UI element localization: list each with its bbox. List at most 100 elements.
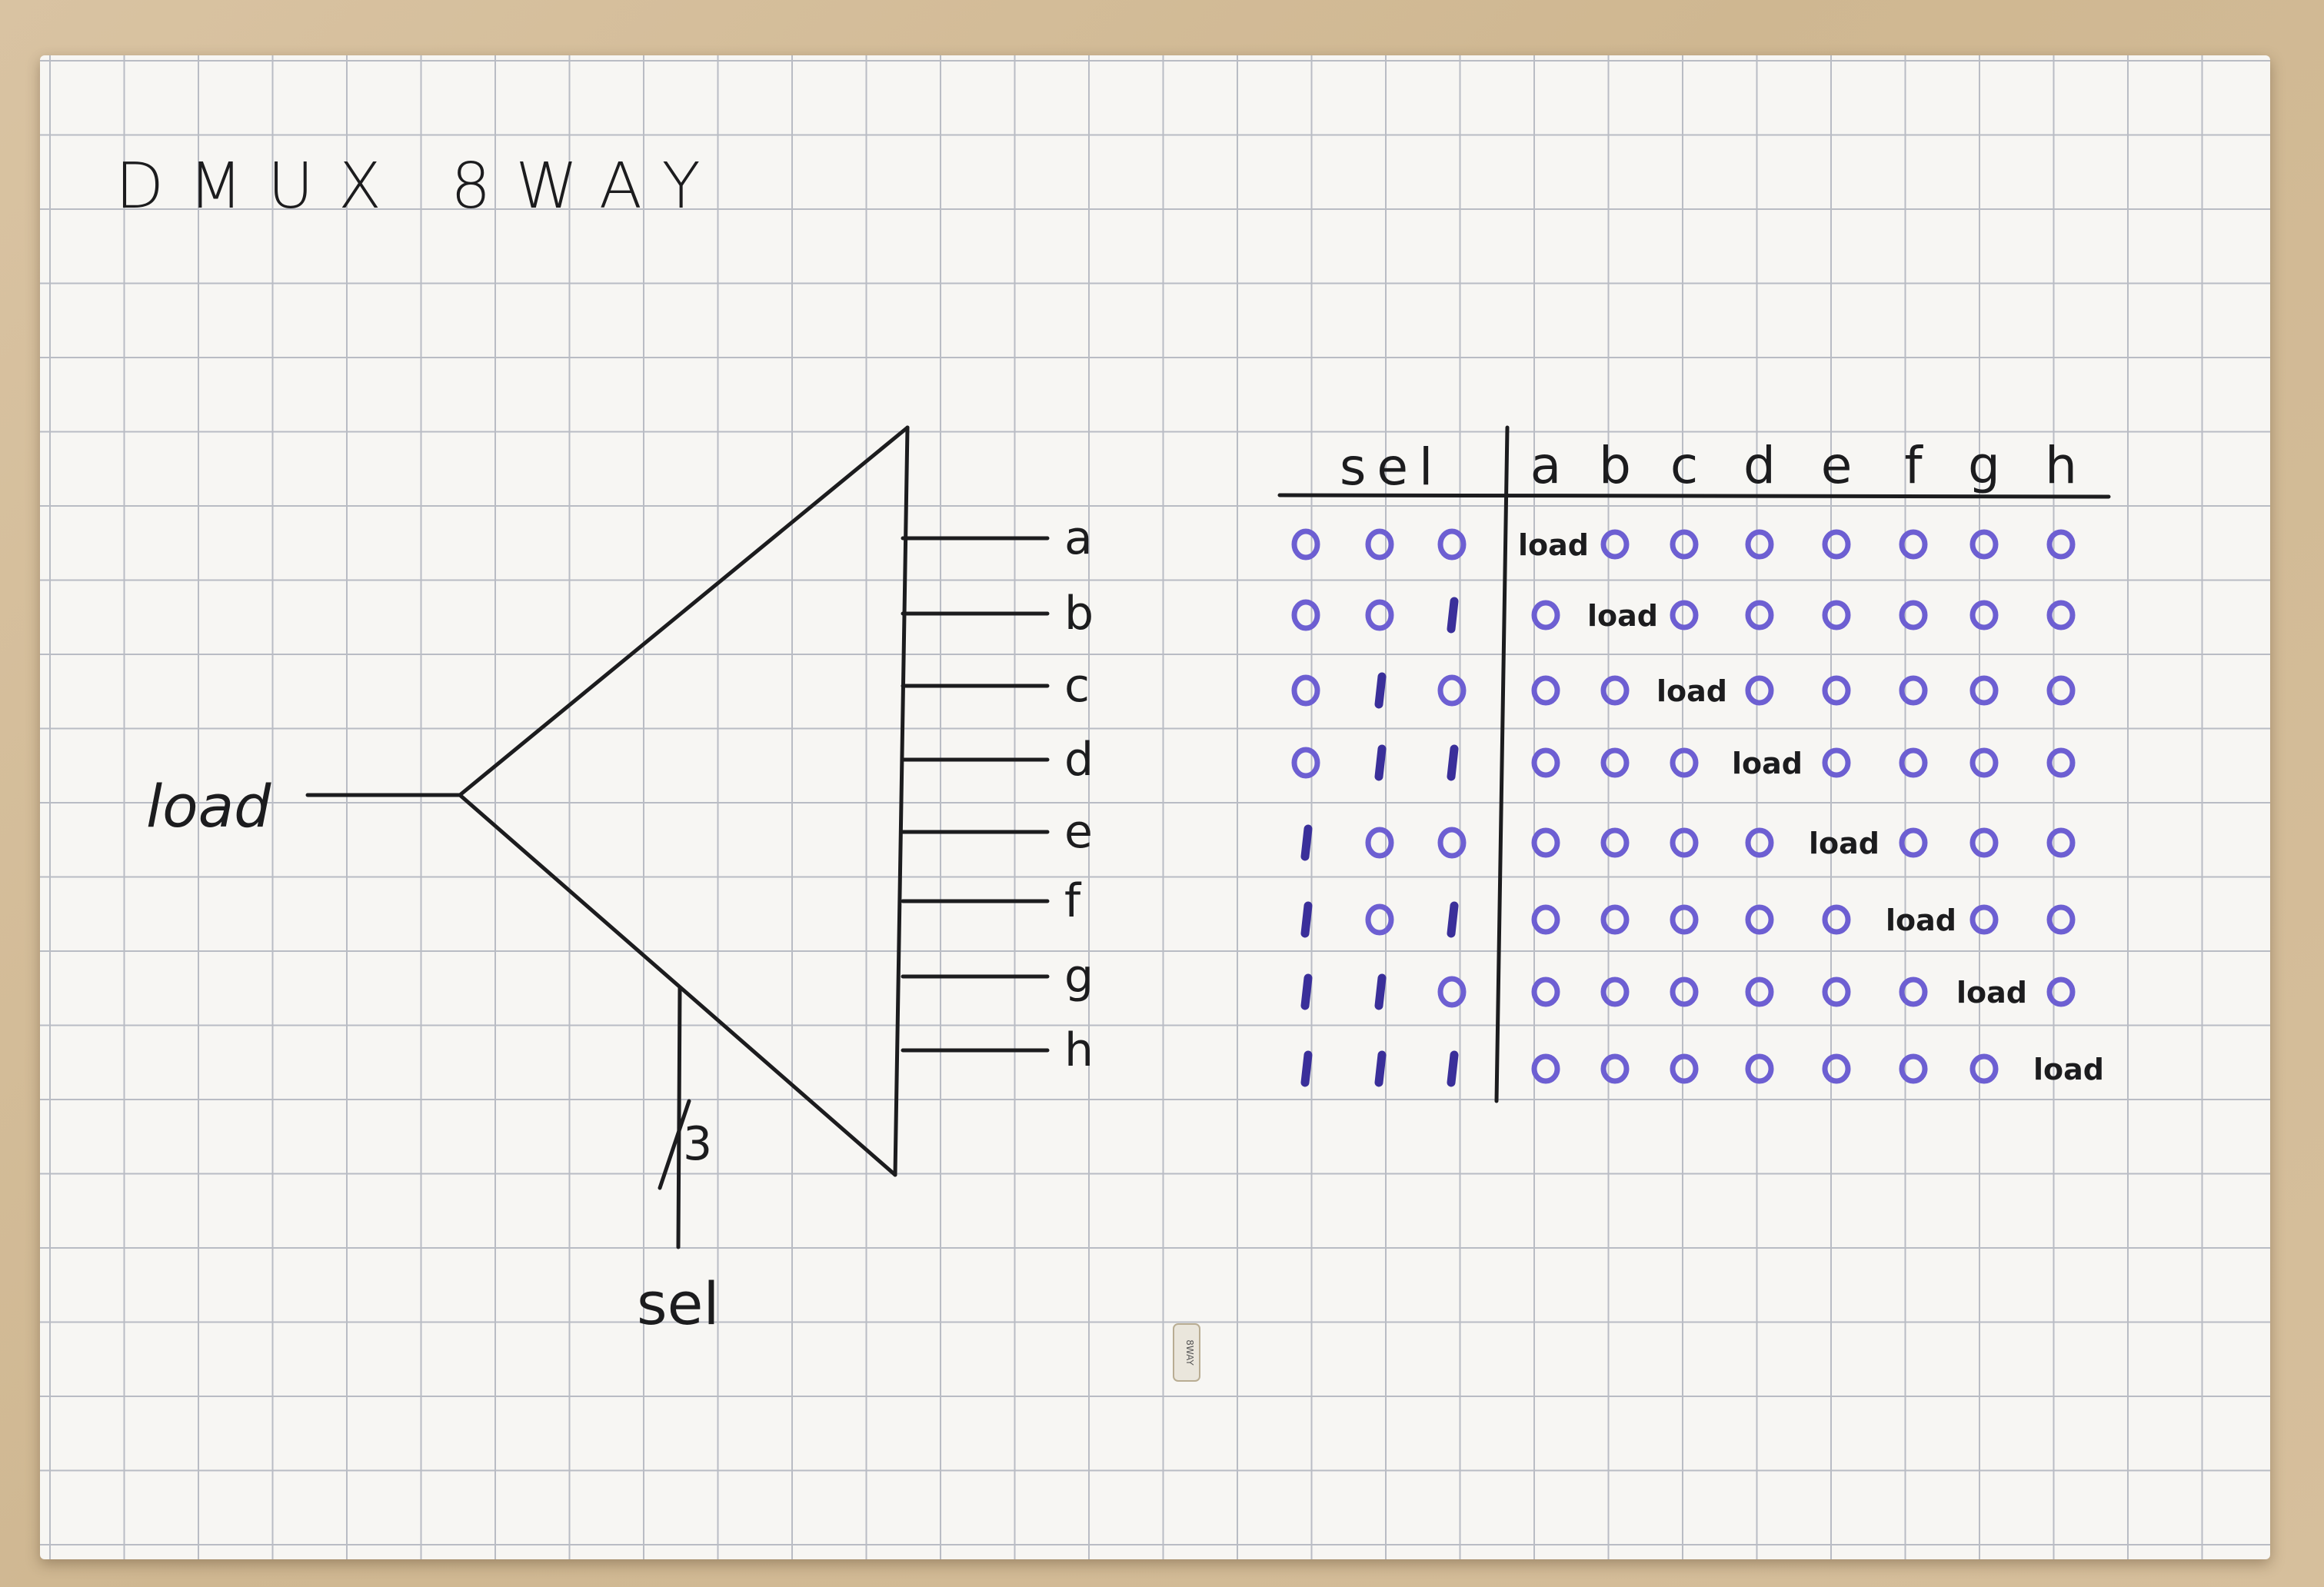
table-header-e: e xyxy=(1821,436,1853,495)
cell-zero xyxy=(2046,529,2076,560)
cell-zero xyxy=(1745,600,1774,630)
cell-zero xyxy=(1531,827,1560,858)
cell-zero xyxy=(1745,1053,1774,1084)
cell-zero xyxy=(2046,675,2076,706)
cell-zero xyxy=(2046,827,2076,858)
sel-bit-zero xyxy=(1365,827,1394,859)
paper-tag: 8WAY xyxy=(1173,1323,1200,1382)
cell-zero xyxy=(2046,976,2076,1007)
demux-symbol xyxy=(458,425,910,1177)
demux-body-right-edge xyxy=(893,425,910,1177)
table-row: load xyxy=(1291,672,2076,709)
table-row: load xyxy=(1291,597,2076,634)
cell-zero xyxy=(1899,600,1928,630)
cell-load-b: load xyxy=(1587,599,1658,633)
cell-zero xyxy=(1745,976,1774,1007)
cell-zero xyxy=(1969,827,1999,858)
cell-zero xyxy=(1531,600,1560,630)
sel-bit-one xyxy=(1447,744,1459,781)
cell-zero xyxy=(1745,904,1774,935)
cell-zero xyxy=(1670,600,1699,630)
demux-body-bottom-edge xyxy=(458,793,897,1177)
sel-bit-one xyxy=(1374,744,1387,781)
cell-zero xyxy=(1600,976,1630,1007)
cell-zero xyxy=(1531,904,1560,935)
select-label: sel xyxy=(637,1269,719,1338)
table-row: load xyxy=(1300,824,2076,861)
table-row: load xyxy=(1291,744,2076,781)
table-header-rule xyxy=(1277,493,2111,499)
cell-load-e: load xyxy=(1809,827,1880,860)
sel-bit-one xyxy=(1374,1050,1387,1087)
sel-bit-zero xyxy=(1365,599,1394,631)
cell-zero xyxy=(1822,675,1851,706)
table-header-g: g xyxy=(1968,436,2000,495)
output-label-g: g xyxy=(1064,950,1094,1003)
paper-tag-text: 8WAY xyxy=(1184,1339,1195,1366)
cell-zero xyxy=(1600,904,1630,935)
cell-load-g: load xyxy=(1956,976,2027,1010)
cell-zero xyxy=(1899,827,1928,858)
sel-bit-one xyxy=(1374,672,1387,709)
cell-zero xyxy=(1969,600,1999,630)
cell-zero xyxy=(1822,747,1851,778)
cell-zero xyxy=(1899,529,1928,560)
cell-zero xyxy=(1670,747,1699,778)
cell-zero xyxy=(1670,976,1699,1007)
cell-zero xyxy=(1899,976,1928,1007)
cell-zero xyxy=(1822,976,1851,1007)
table-header-sel: sel xyxy=(1340,438,1443,497)
cell-zero xyxy=(1531,976,1560,1007)
input-label: load xyxy=(146,772,271,840)
cell-zero xyxy=(1745,529,1774,560)
cell-zero xyxy=(1899,747,1928,778)
table-header-d: d xyxy=(1743,436,1776,495)
sel-bit-zero xyxy=(1291,528,1320,561)
table-row: load xyxy=(1291,528,2076,562)
cell-zero xyxy=(1670,827,1699,858)
cell-zero xyxy=(1600,1053,1630,1084)
cell-zero xyxy=(1822,1053,1851,1084)
cell-zero xyxy=(1600,827,1630,858)
sel-bit-zero xyxy=(1437,827,1467,859)
cell-zero xyxy=(1969,675,1999,706)
cell-zero xyxy=(1899,675,1928,706)
sel-bit-zero xyxy=(1291,674,1320,707)
table-header-b: b xyxy=(1599,436,1631,495)
cell-zero xyxy=(1531,1053,1560,1084)
sel-bit-one xyxy=(1447,597,1459,634)
cell-zero xyxy=(1822,904,1851,935)
cell-zero xyxy=(2046,600,2076,630)
cell-load-d: load xyxy=(1732,747,1803,780)
sel-bit-one xyxy=(1300,973,1313,1010)
output-label-c: c xyxy=(1064,659,1090,713)
diagram-title: DMUX 8WAY xyxy=(115,150,725,223)
sel-bit-one xyxy=(1300,824,1313,861)
table-row: load xyxy=(1300,901,2076,938)
cell-load-a: load xyxy=(1518,528,1589,562)
cell-zero xyxy=(1531,675,1560,706)
table-body: load load load load load load load load xyxy=(1291,528,2104,1087)
output-label-e: e xyxy=(1064,805,1093,859)
sel-bit-one xyxy=(1300,1050,1313,1087)
table-header-c: c xyxy=(1670,436,1698,495)
sel-bit-zero xyxy=(1291,747,1320,779)
cell-zero xyxy=(1670,904,1699,935)
cell-zero xyxy=(1531,747,1560,778)
demux-body-top-edge xyxy=(458,425,910,797)
cell-zero xyxy=(1600,529,1630,560)
table-row: load xyxy=(1300,1050,2104,1087)
cell-zero xyxy=(2046,904,2076,935)
cell-zero xyxy=(1899,1053,1928,1084)
cell-zero xyxy=(1822,529,1851,560)
cell-zero xyxy=(1600,675,1630,706)
sel-bit-one xyxy=(1447,901,1459,938)
cell-load-f: load xyxy=(1886,903,1956,937)
table-divider xyxy=(1494,425,1510,1103)
cell-zero xyxy=(1670,529,1699,560)
cell-zero xyxy=(1745,675,1774,706)
sel-bit-zero xyxy=(1437,528,1467,561)
